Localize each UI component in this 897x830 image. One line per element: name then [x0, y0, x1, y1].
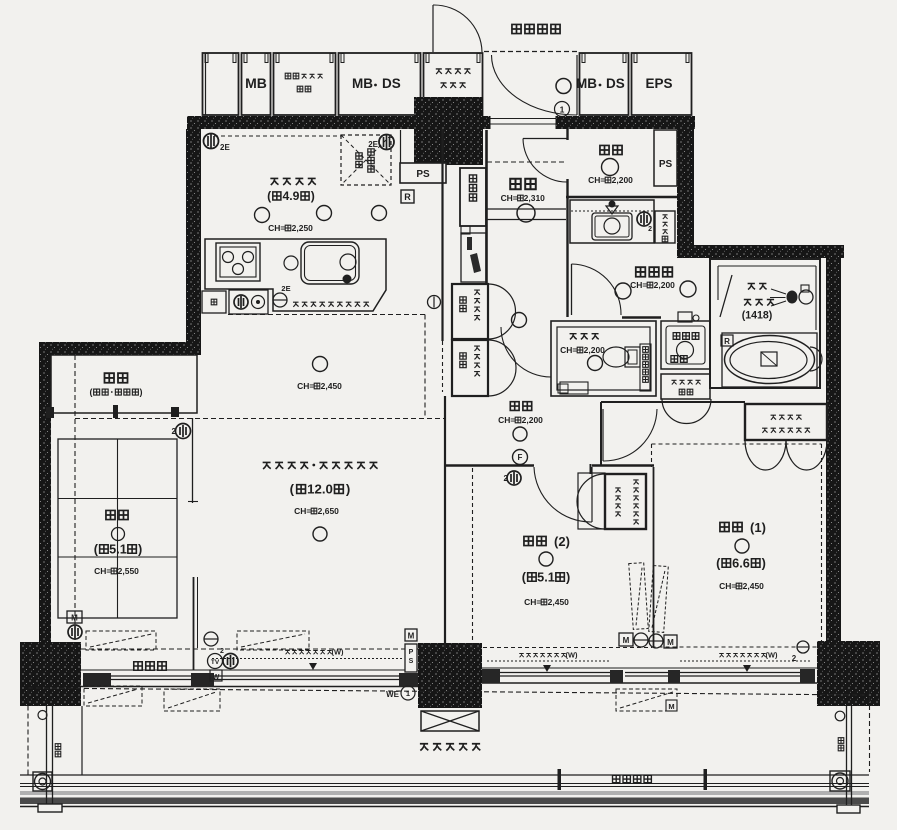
svg-text:CH=: CH= — [268, 223, 285, 233]
svg-text:MB: MB — [576, 76, 597, 91]
svg-text:(W): (W) — [766, 651, 778, 660]
svg-text:2,550: 2,550 — [118, 566, 139, 576]
svg-text:CH=: CH= — [560, 345, 577, 355]
svg-text:(: ( — [267, 189, 272, 203]
svg-text:2,450: 2,450 — [743, 581, 764, 591]
svg-text:5.1: 5.1 — [109, 541, 127, 556]
svg-text:2: 2 — [792, 654, 797, 663]
svg-text:(: ( — [522, 569, 527, 584]
svg-text:2: 2 — [648, 226, 652, 233]
svg-text:EPS: EPS — [645, 76, 672, 91]
svg-text:M: M — [667, 638, 674, 647]
svg-text:(W): (W) — [566, 651, 578, 660]
svg-text:P: P — [409, 649, 414, 656]
svg-text:2E: 2E — [368, 140, 378, 149]
svg-text:PS: PS — [659, 159, 673, 170]
svg-text:(1): (1) — [750, 520, 766, 535]
svg-text:2,200: 2,200 — [612, 175, 633, 185]
svg-text:2,200: 2,200 — [522, 415, 543, 425]
svg-text:2,250: 2,250 — [292, 223, 313, 233]
svg-text:5.1: 5.1 — [537, 569, 555, 584]
svg-text:(: ( — [94, 541, 99, 556]
svg-text:(: ( — [290, 482, 295, 497]
svg-text:R: R — [404, 192, 411, 202]
svg-text:CH=: CH= — [630, 280, 647, 290]
svg-text:(2): (2) — [554, 534, 570, 549]
svg-text:CH=: CH= — [501, 193, 518, 203]
svg-text:2,450: 2,450 — [548, 597, 569, 607]
svg-text:MB: MB — [352, 76, 373, 91]
svg-text:CH=: CH= — [297, 381, 314, 391]
svg-text:2: 2 — [172, 427, 177, 436]
svg-text:2: 2 — [504, 474, 509, 483]
svg-text:DS: DS — [606, 76, 625, 91]
svg-text:M: M — [71, 614, 78, 623]
svg-text:2,200: 2,200 — [584, 345, 605, 355]
svg-text:CH=: CH= — [588, 175, 605, 185]
svg-text:): ) — [311, 189, 315, 203]
svg-text:M: M — [623, 636, 630, 645]
svg-text:(W): (W) — [332, 648, 344, 657]
svg-text:(1418): (1418) — [742, 310, 773, 322]
svg-text:CH=: CH= — [719, 581, 736, 591]
svg-text:2,310: 2,310 — [524, 193, 545, 203]
svg-text:PS: PS — [416, 169, 430, 180]
svg-text:(: ( — [89, 387, 92, 397]
svg-text:): ) — [566, 569, 570, 584]
svg-text:(: ( — [716, 555, 721, 570]
svg-text:M: M — [668, 702, 674, 711]
svg-text:6.6: 6.6 — [732, 555, 750, 570]
svg-text:F: F — [518, 453, 523, 462]
svg-text:2E: 2E — [220, 143, 230, 152]
svg-text:TV: TV — [211, 659, 220, 666]
svg-text:DS: DS — [382, 76, 401, 91]
svg-text:1: 1 — [560, 105, 565, 115]
svg-text:2,200: 2,200 — [654, 280, 675, 290]
svg-text:2E: 2E — [281, 284, 290, 293]
svg-text:2,450: 2,450 — [321, 381, 342, 391]
svg-text:12.0: 12.0 — [307, 482, 333, 497]
svg-text:R: R — [724, 337, 730, 346]
svg-text:4.9: 4.9 — [283, 189, 300, 203]
svg-text:WE: WE — [386, 690, 400, 699]
svg-text:2: 2 — [220, 648, 224, 655]
svg-text:CH=: CH= — [94, 566, 111, 576]
svg-text:): ) — [762, 555, 766, 570]
svg-text:CH=: CH= — [498, 415, 515, 425]
svg-text:W: W — [213, 674, 220, 681]
svg-text:MB: MB — [245, 75, 267, 91]
svg-text:): ) — [346, 482, 350, 497]
svg-text:1: 1 — [406, 689, 410, 698]
svg-text:): ) — [138, 541, 142, 556]
svg-text:): ) — [140, 387, 143, 397]
svg-text:2,650: 2,650 — [318, 506, 339, 516]
svg-text:M: M — [408, 632, 415, 641]
svg-text:S: S — [409, 658, 414, 665]
svg-text:CH=: CH= — [294, 506, 311, 516]
svg-text:CH=: CH= — [524, 597, 541, 607]
